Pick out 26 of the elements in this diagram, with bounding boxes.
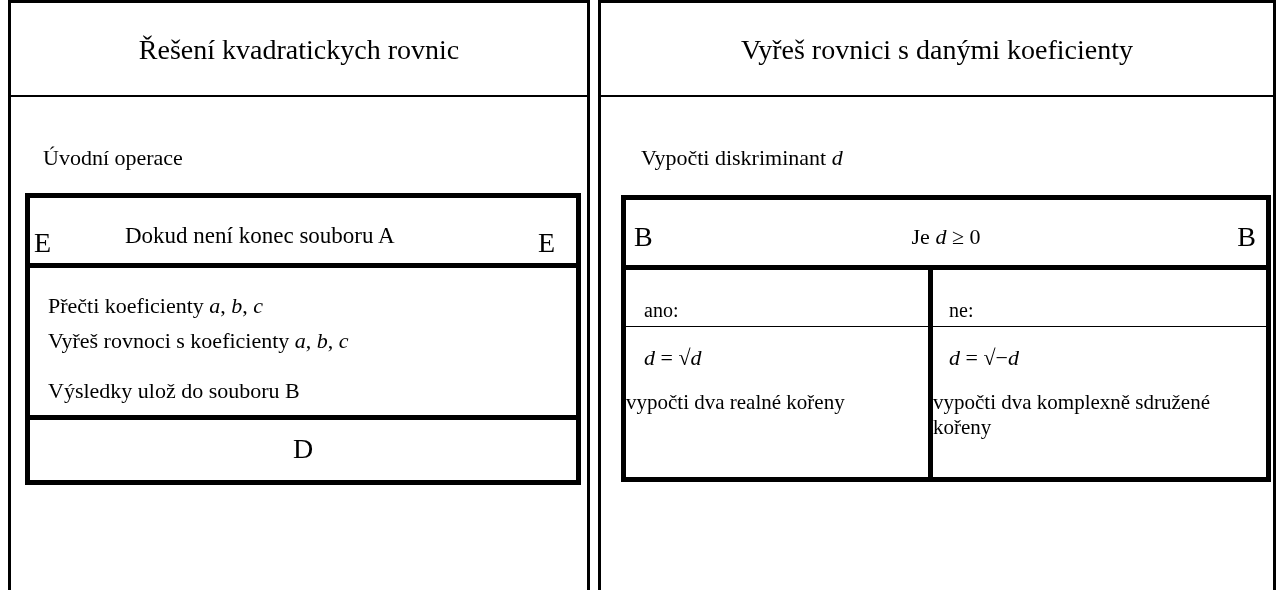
statement-block — [30, 263, 576, 420]
structogram-panel — [598, 0, 1276, 590]
step-text: Vypočti diskriminant d — [641, 145, 843, 172]
step-text: vypočti dva komplexně sdružené kořeny — [933, 390, 1211, 441]
step-text: vypočti dva realné kořeny — [626, 390, 846, 416]
loop-marker: E — [538, 226, 556, 260]
decision-block — [621, 195, 1271, 482]
branch-label: ne: — [949, 298, 974, 322]
loop-condition: Dokud není konec souboru A — [125, 222, 395, 250]
branch-marker: B — [1237, 220, 1256, 254]
formula: d = √d — [644, 345, 702, 372]
step-text: Vyřeš rovnoci s koeficienty a, b, c — [48, 328, 349, 355]
step-text: Výsledky ulož do souboru B — [48, 378, 300, 405]
branch-label: ano: — [644, 298, 679, 322]
loop-marker: E — [34, 226, 52, 260]
branch-block — [626, 265, 933, 477]
loop-marker: D — [292, 432, 314, 466]
panel-title: Vyřeš rovnici s danými koeficienty — [741, 33, 1133, 67]
formula: d = √−d — [949, 345, 1019, 372]
loop-block — [25, 193, 581, 485]
condition-text: Je d ≥ 0 — [911, 224, 981, 251]
structogram-panel — [8, 0, 590, 590]
step-text: Úvodní operace — [43, 145, 183, 172]
panel-title: Řešení kvadratickych rovnic — [138, 33, 460, 67]
branch-marker: B — [634, 220, 653, 254]
step-text: Přečti koeficienty a, b, c — [48, 293, 264, 320]
